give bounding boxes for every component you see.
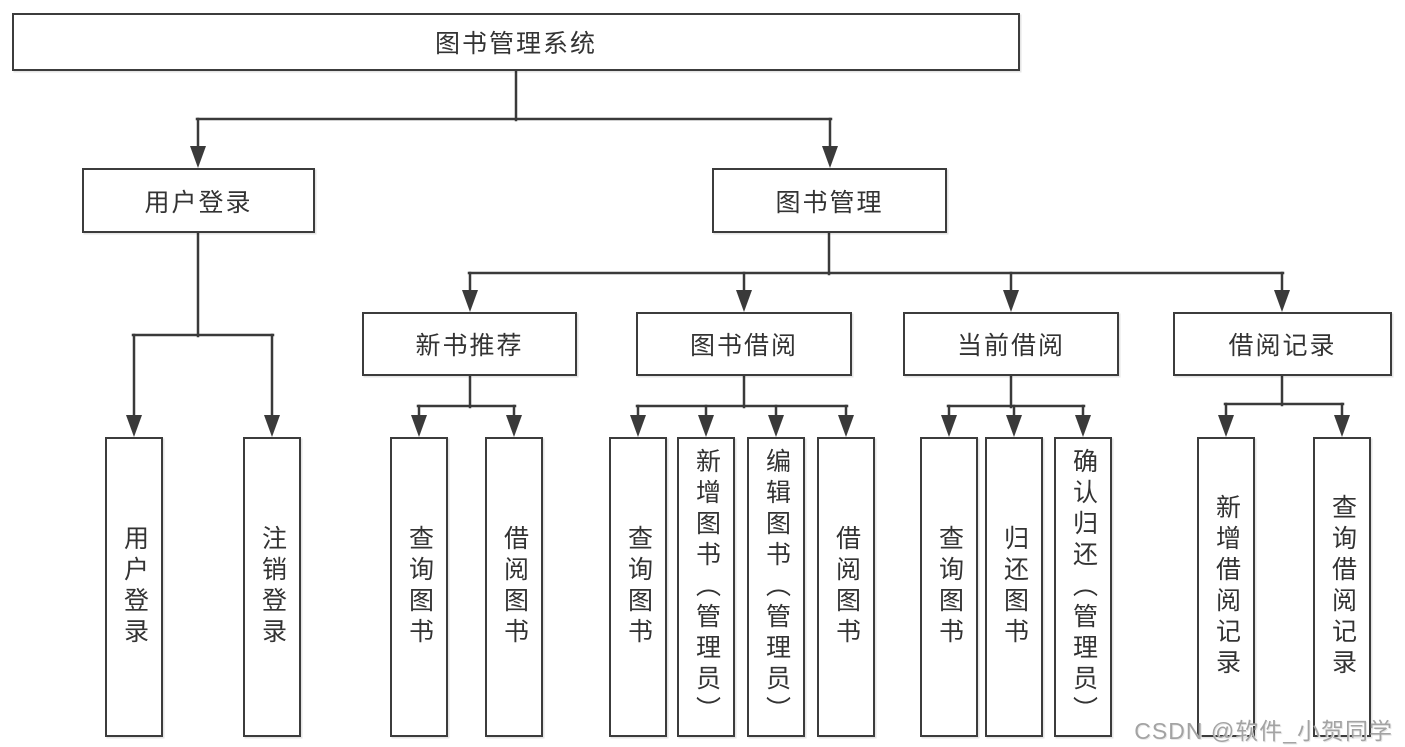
- node-leaf-logout: 注销登录: [243, 437, 301, 737]
- node-leaf-query-book-2: 查询图书: [609, 437, 667, 737]
- node-leaf-add-book: 新增图书（管理员）: [677, 437, 735, 737]
- node-leaf-user-login-label: 用户登录: [120, 525, 149, 649]
- node-leaf-borrow-book-1: 借阅图书: [485, 437, 543, 737]
- node-book-borrow: 图书借阅: [636, 312, 852, 376]
- node-leaf-query-record: 查询借阅记录: [1313, 437, 1371, 737]
- node-leaf-query-book-3-label: 查询图书: [935, 525, 964, 649]
- node-leaf-return-book: 归还图书: [985, 437, 1043, 737]
- node-book-mgmt-label: 图书管理: [775, 188, 884, 217]
- edge-book-borrow-children: [630, 374, 854, 437]
- node-leaf-query-record-label: 查询借阅记录: [1328, 494, 1357, 680]
- node-leaf-borrow-book-2-label: 借阅图书: [832, 525, 861, 649]
- node-user-login: 用户登录: [82, 168, 315, 233]
- node-leaf-borrow-book-2: 借阅图书: [817, 437, 875, 737]
- node-user-login-label: 用户登录: [144, 188, 253, 217]
- node-book-mgmt: 图书管理: [712, 168, 947, 233]
- node-leaf-return-book-label: 归还图书: [1000, 525, 1029, 649]
- node-root: 图书管理系统: [12, 13, 1020, 71]
- node-leaf-add-record-label: 新增借阅记录: [1212, 494, 1241, 680]
- node-leaf-query-book-1: 查询图书: [390, 437, 448, 737]
- node-leaf-confirm-return: 确认归还（管理员）: [1054, 437, 1112, 737]
- node-leaf-user-login: 用户登录: [105, 437, 163, 737]
- edge-new-book-rec-children: [411, 374, 522, 437]
- node-borrow-records-label: 借阅记录: [1228, 332, 1337, 360]
- node-current-borrow-label: 当前借阅: [956, 332, 1065, 360]
- node-current-borrow: 当前借阅: [903, 312, 1119, 376]
- node-leaf-query-book-3: 查询图书: [920, 437, 978, 737]
- node-leaf-add-record: 新增借阅记录: [1197, 437, 1255, 737]
- node-leaf-borrow-book-1-label: 借阅图书: [500, 525, 529, 649]
- node-leaf-add-book-label: 新增图书（管理员）: [692, 447, 721, 727]
- edge-current-borrow-children: [941, 374, 1091, 437]
- node-new-book-rec-label: 新书推荐: [415, 332, 524, 360]
- edge-borrow-records-children: [1218, 374, 1350, 437]
- node-leaf-logout-label: 注销登录: [258, 525, 287, 649]
- node-leaf-edit-book: 编辑图书（管理员）: [747, 437, 805, 737]
- node-new-book-rec: 新书推荐: [362, 312, 577, 376]
- node-leaf-query-book-2-label: 查询图书: [624, 525, 653, 649]
- csdn-watermark: CSDN @软件_小贺同学: [1134, 718, 1393, 744]
- node-leaf-confirm-return-label: 确认归还（管理员）: [1069, 447, 1098, 727]
- edge-root-to-level1: [190, 68, 838, 168]
- edge-book-mgmt-children: [462, 231, 1290, 312]
- node-book-borrow-label: 图书借阅: [689, 332, 798, 360]
- edge-user-login-children: [126, 231, 280, 437]
- node-borrow-records: 借阅记录: [1173, 312, 1392, 376]
- node-leaf-query-book-1-label: 查询图书: [405, 525, 434, 649]
- node-leaf-edit-book-label: 编辑图书（管理员）: [762, 447, 791, 727]
- node-root-label: 图书管理系统: [434, 30, 597, 58]
